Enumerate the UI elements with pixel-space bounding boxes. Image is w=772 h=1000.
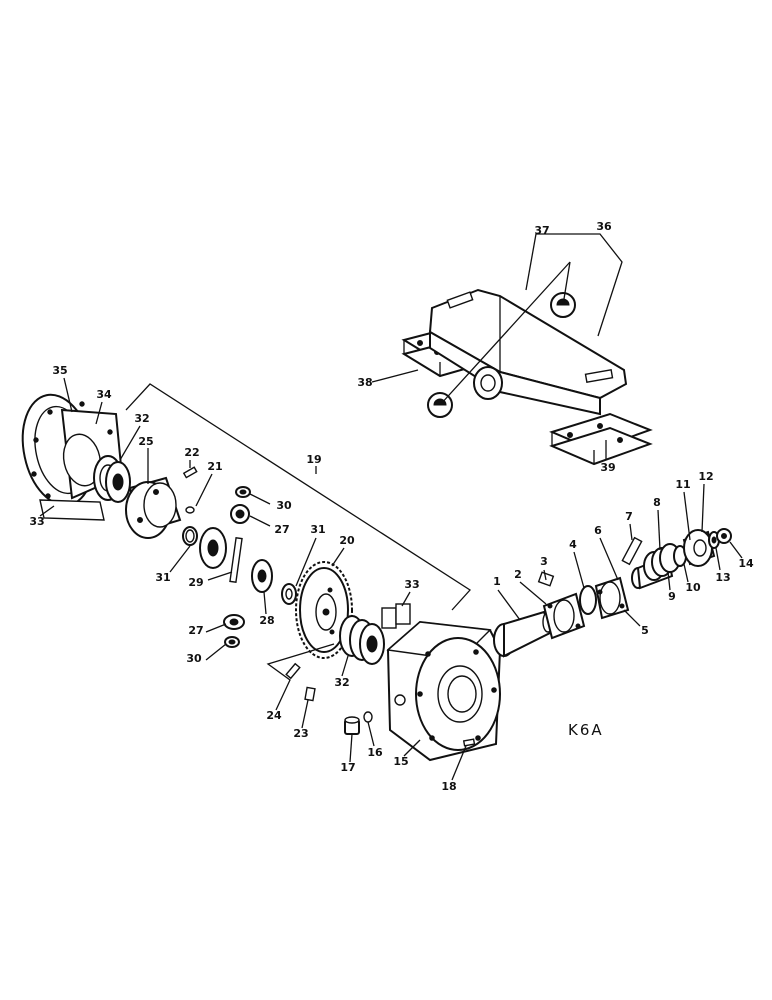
retainer	[594, 576, 630, 620]
callout-labels: 1 2 3 4 5 6 7 8 9 10 11 12 13 14 15 16 1…	[29, 220, 754, 793]
callout-27-lower: 27	[188, 624, 203, 637]
callout-33-lower: 33	[404, 578, 419, 591]
callout-20: 20	[339, 534, 355, 547]
callout-27-upper: 27	[274, 523, 289, 536]
callout-14: 14	[738, 557, 754, 570]
callout-11: 11	[675, 478, 690, 491]
callout-29: 29	[188, 576, 203, 589]
bearing-32-lower	[339, 615, 385, 665]
coupling	[682, 529, 716, 567]
callout-17: 17	[340, 761, 355, 774]
callout-8: 8	[653, 496, 661, 509]
callout-9: 9	[668, 590, 676, 603]
callout-18: 18	[441, 780, 456, 793]
pinion-gear-28	[251, 559, 273, 593]
callout-15: 15	[393, 755, 408, 768]
bearing-cage	[537, 571, 597, 640]
callout-21: 21	[207, 460, 222, 473]
leader-lines	[39, 233, 743, 781]
plug-and-washer	[344, 711, 476, 747]
callout-2: 2	[514, 568, 522, 581]
bearing-32-upper	[93, 455, 131, 503]
thrust-washer-31	[281, 583, 297, 605]
callout-12: 12	[698, 470, 713, 483]
callout-30-lower: 30	[186, 652, 202, 665]
spring-bearing-stack	[643, 543, 687, 581]
callout-33-upper: 33	[29, 515, 44, 528]
side-gear	[199, 527, 227, 569]
callout-16: 16	[367, 746, 383, 759]
callout-13: 13	[715, 571, 730, 584]
callout-37: 37	[534, 224, 549, 237]
callout-3: 3	[540, 555, 548, 568]
shims-33	[381, 603, 411, 629]
callout-31-right: 31	[310, 523, 325, 536]
small-hardware-left	[182, 466, 251, 546]
callout-38: 38	[357, 376, 372, 389]
callout-32-lower: 32	[334, 676, 349, 689]
callout-4: 4	[569, 538, 577, 551]
callout-25: 25	[138, 435, 153, 448]
callout-32-upper: 32	[134, 412, 149, 425]
callout-19: 19	[306, 453, 321, 466]
callout-30-upper: 30	[276, 499, 292, 512]
callout-35: 35	[52, 364, 67, 377]
mounting-bracket-assembly	[401, 288, 653, 466]
callout-31-left: 31	[155, 571, 170, 584]
figure-code: K6A	[568, 721, 604, 739]
pins-lower	[285, 662, 316, 702]
callout-24: 24	[266, 709, 282, 722]
ring-gear	[295, 561, 353, 659]
washer-and-nut	[708, 528, 732, 549]
callout-22: 22	[184, 446, 199, 459]
callout-39: 39	[600, 461, 615, 474]
callout-28: 28	[259, 614, 274, 627]
pinion-gear-27-lower	[223, 614, 245, 648]
cross-shaft	[229, 537, 243, 583]
callout-23: 23	[293, 727, 308, 740]
callout-7: 7	[625, 510, 633, 523]
callout-5: 5	[641, 624, 649, 637]
callout-36: 36	[596, 220, 612, 233]
callout-1: 1	[493, 575, 501, 588]
gear-housing	[386, 620, 502, 762]
pinion-shaft	[493, 610, 554, 658]
callout-10: 10	[685, 581, 701, 594]
callout-6: 6	[594, 524, 602, 537]
differential-case	[125, 476, 182, 539]
callout-34: 34	[96, 388, 112, 401]
